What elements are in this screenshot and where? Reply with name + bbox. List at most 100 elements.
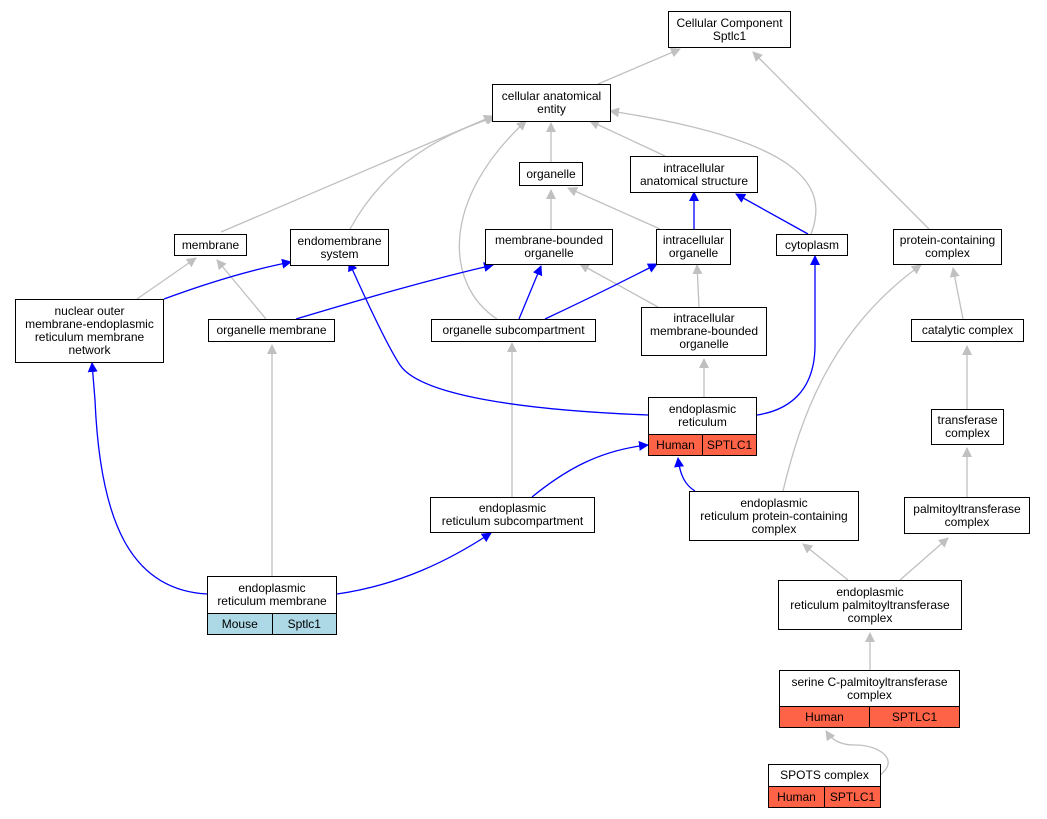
node-label-line: membrane xyxy=(181,237,240,252)
node-label-line: reticulum palmitoyltransferase xyxy=(790,597,950,612)
node-label-line: reticulum membrane xyxy=(217,594,327,608)
node-label-line: endoplasmic xyxy=(836,584,904,599)
edge-is-a xyxy=(899,537,949,581)
node-label-line: protein-containing xyxy=(899,233,996,247)
edge-part-of xyxy=(295,262,494,320)
species-tag: Mouse xyxy=(208,614,272,634)
node-label-line: organelle xyxy=(526,166,576,181)
node-label-line: complex xyxy=(944,514,990,529)
node-label: cytoplasm xyxy=(777,235,847,255)
node-label: organelle subcompartment xyxy=(432,320,595,341)
node-label-line: intracellular xyxy=(663,160,725,175)
node-label-line: intracellular xyxy=(673,311,735,325)
node-catalytic-complex[interactable]: catalytic complex xyxy=(911,319,1024,342)
node-label-line: organelle xyxy=(679,337,729,351)
node-label-line: organelle membrane xyxy=(216,323,327,337)
node-membrane[interactable]: membrane xyxy=(174,234,247,256)
node-label-line: endoplasmic xyxy=(668,402,737,416)
node-label-line: complex xyxy=(945,426,990,440)
edge-is-a xyxy=(802,543,849,581)
node-label-line: reticulum xyxy=(678,415,727,429)
node-label-line: Cellular Component xyxy=(676,15,783,30)
node-organelle-subcompartment[interactable]: organelle subcompartment xyxy=(431,319,596,342)
edge-is-a xyxy=(458,120,527,320)
node-label-line: endomembrane xyxy=(297,233,382,248)
node-label-line: complex xyxy=(751,521,797,536)
edge-part-of xyxy=(531,440,649,498)
node-label: organelle xyxy=(520,163,582,185)
edge-is-a xyxy=(825,730,889,776)
node-organelle-membrane[interactable]: organelle membrane xyxy=(208,319,335,342)
edge-is-a xyxy=(136,257,197,300)
node-label-line: cellular anatomical xyxy=(501,89,602,103)
node-label-line: membrane-endoplasmic xyxy=(25,317,154,331)
edge-is-a xyxy=(567,187,661,230)
species-tag: Human xyxy=(769,787,824,807)
edge-is-a xyxy=(597,47,681,85)
edge-part-of xyxy=(518,265,543,320)
edge-part-of xyxy=(336,532,492,595)
node-label-line: reticulum membrane xyxy=(34,330,145,344)
edge-part-of xyxy=(163,258,292,300)
node-label-line: membrane-bounded xyxy=(494,233,604,247)
node-organelle[interactable]: organelle xyxy=(519,162,583,186)
edge-is-a xyxy=(579,263,659,308)
node-cytoplasm[interactable]: cytoplasm xyxy=(776,234,848,256)
edge-part-of xyxy=(348,261,649,416)
edge-part-of xyxy=(544,263,658,320)
edge-part-of xyxy=(674,457,696,492)
edge-part-of xyxy=(735,193,809,235)
node-label-line: cytoplasm xyxy=(784,237,840,252)
node-label-line: serine C-palmitoyltransferase xyxy=(791,674,948,689)
gene-tag: SPTLC1 xyxy=(869,707,959,727)
edge-is-a xyxy=(692,264,703,308)
node-label-line: complex xyxy=(925,246,970,260)
node-label-line: reticulum protein-containing xyxy=(700,508,848,523)
node-label: SPOTS complex xyxy=(769,765,880,786)
gene-tag: SPTLC1 xyxy=(702,435,756,455)
edge-is-a xyxy=(609,107,817,235)
node-label-line: complex xyxy=(847,687,892,702)
node-label: membrane xyxy=(175,235,246,255)
node-label-line: membrane-bounded xyxy=(649,324,759,338)
species-tag: Human xyxy=(649,435,702,455)
edge-part-of xyxy=(87,362,208,595)
node-label-line: complex xyxy=(847,610,893,625)
node-label-line: transferase xyxy=(937,413,998,427)
node-label-line: Sptlc1 xyxy=(712,28,747,43)
node-label: organelle membrane xyxy=(209,320,334,341)
node-label-line: nuclear outer xyxy=(54,304,125,318)
